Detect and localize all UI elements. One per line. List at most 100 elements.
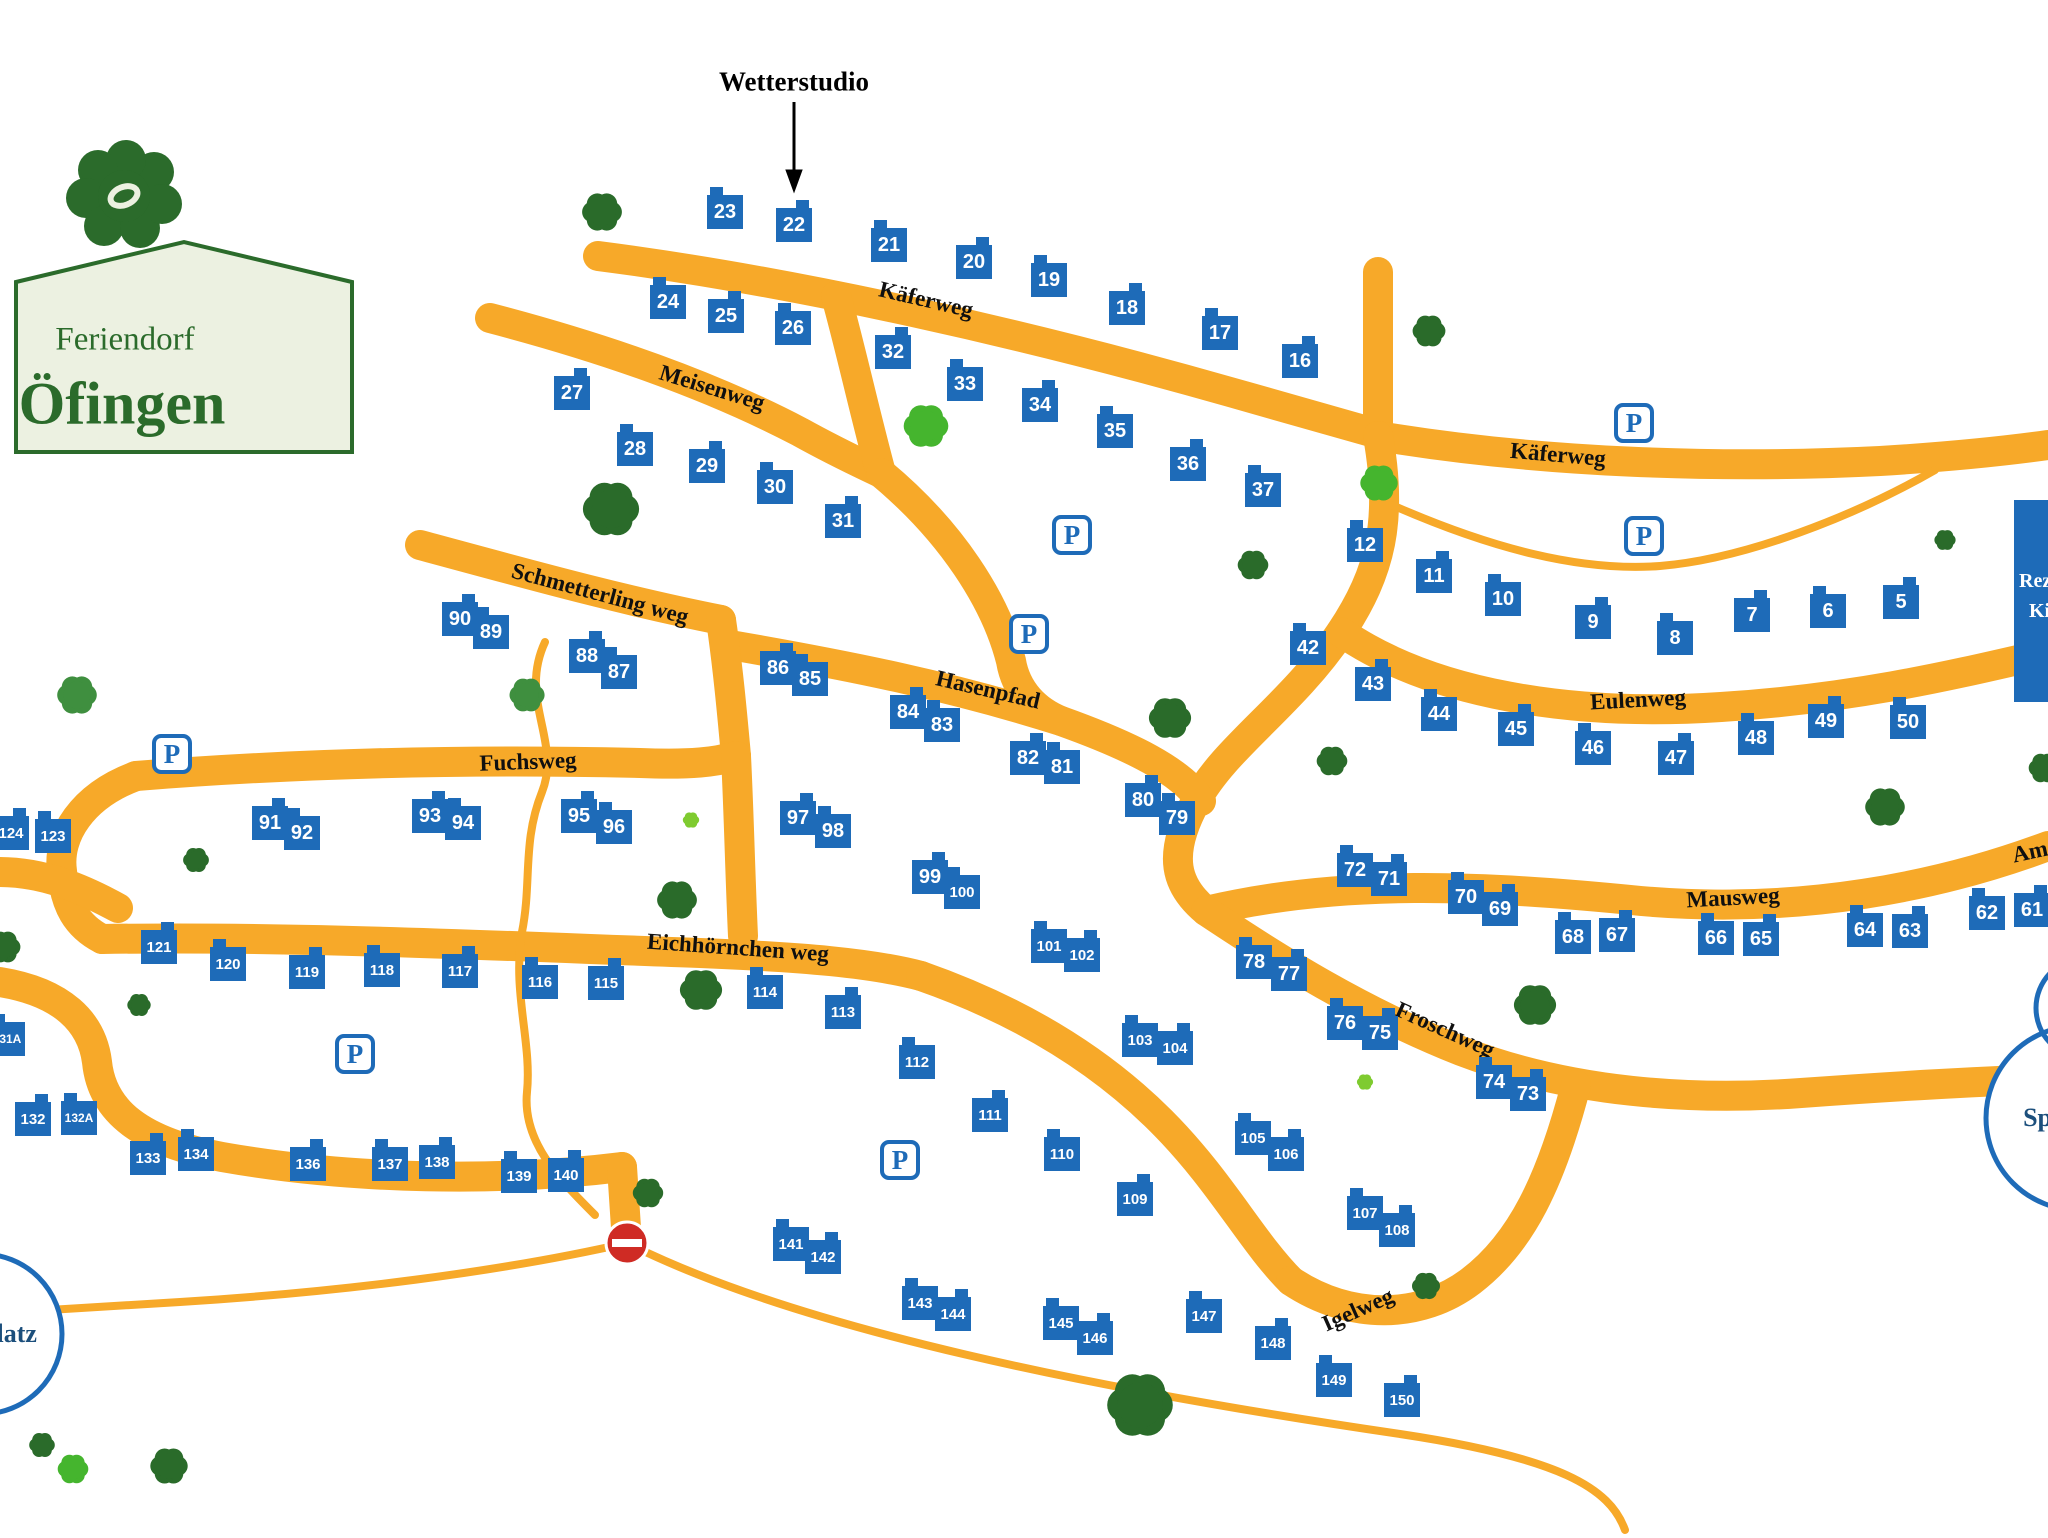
house-number: 33 (953, 373, 977, 395)
house-roof-tab (818, 806, 831, 815)
house-marker-65: 65 (1743, 914, 1779, 956)
house-marker-20: 20 (956, 237, 992, 279)
road-fuchsweg (121, 741, 751, 791)
house-number: 116 (527, 973, 553, 991)
house-roof-tab (1137, 1174, 1150, 1183)
house-marker-21: 21 (871, 220, 907, 262)
house-number: 138 (424, 1153, 450, 1171)
house-roof-tab (728, 291, 741, 300)
house-marker-6: 6 (1810, 586, 1846, 628)
house-roof-tab (1903, 577, 1916, 586)
house-roof-tab (1382, 1008, 1395, 1017)
house-roof-tab (1340, 845, 1353, 854)
house-roof-tab (620, 424, 633, 433)
house-marker-139: 139 (501, 1151, 537, 1193)
house-number: 61 (2020, 899, 2044, 921)
parking-icon: P (335, 1034, 375, 1074)
house-marker-35: 35 (1097, 406, 1133, 448)
house-number: 117 (447, 962, 473, 980)
tree-icon (632, 1178, 664, 1208)
road-mausweg (1191, 831, 2048, 926)
house-marker-134: 134 (178, 1129, 214, 1171)
tree-icon (1107, 1374, 1173, 1436)
house-roof-tab (581, 791, 594, 800)
house-marker-112: 112 (899, 1037, 935, 1079)
house-roof-tab (1763, 914, 1776, 923)
house-number: 43 (1361, 673, 1385, 695)
house-number: 24 (656, 291, 680, 313)
road-central-descent (1162, 421, 1400, 926)
house-number: 34 (1028, 394, 1052, 416)
house-marker-31: 31 (825, 496, 861, 538)
parking-icon: P (152, 734, 192, 774)
house-number: 109 (1122, 1190, 1148, 1208)
house-marker-147: 147 (1186, 1291, 1222, 1333)
house-number: 48 (1744, 727, 1768, 749)
house-roof-tab (874, 220, 887, 229)
house-roof-tab (1162, 793, 1175, 802)
house-number: 89 (479, 621, 503, 643)
tree-icon (57, 1454, 89, 1484)
house-roof-tab (309, 947, 322, 956)
road-branch-32 (821, 281, 896, 488)
house-number: 11 (1423, 565, 1445, 587)
house-roof-tab (1034, 255, 1047, 264)
house-roof-tab (800, 793, 813, 802)
house-roof-tab (1177, 1023, 1190, 1032)
house-marker-44: 44 (1421, 689, 1457, 731)
wetterstudio-arrow (785, 102, 803, 194)
house-roof-tab (1436, 551, 1449, 560)
house-marker-28: 28 (617, 424, 653, 466)
house-roof-tab (1479, 1057, 1492, 1066)
house-marker-140: 140 (548, 1150, 584, 1192)
house-roof-tab (709, 441, 722, 450)
tree-icon (582, 482, 640, 536)
house-roof-tab (1813, 586, 1826, 595)
house-roof-tab (1404, 1375, 1417, 1384)
house-number: 25 (714, 305, 738, 327)
house-marker-96: 96 (596, 802, 632, 844)
house-marker-75: 75 (1362, 1008, 1398, 1050)
house-roof-tab (992, 1090, 1005, 1099)
house-number: 73 (1516, 1083, 1540, 1105)
house-number: 120 (215, 955, 241, 973)
house-number: 16 (1288, 350, 1312, 372)
road-kaeferweg-right (1363, 421, 2048, 480)
house-marker-97: 97 (780, 793, 816, 835)
house-roof-tab (1595, 597, 1608, 606)
house-number: 137 (377, 1155, 403, 1173)
house-number: 37 (1251, 479, 1275, 501)
house-number: 132A (64, 1111, 94, 1125)
house-number: 85 (798, 668, 822, 690)
tree-icon (183, 848, 209, 872)
house-roof-tab (1391, 854, 1404, 863)
house-number: 119 (294, 963, 320, 981)
house-marker-48: 48 (1738, 713, 1774, 755)
house-number: 18 (1115, 297, 1139, 319)
house-number: 45 (1504, 718, 1528, 740)
house-number: 50 (1896, 711, 1920, 733)
house-marker-70: 70 (1448, 872, 1484, 914)
tree-icon (1412, 315, 1446, 347)
street-label-mausweg: Mausweg (1685, 882, 1781, 913)
house-roof-tab (525, 957, 538, 966)
house-roof-tab (35, 1094, 48, 1103)
tree-icon (657, 881, 697, 919)
tree-icon (582, 193, 622, 231)
house-marker-144: 144 (935, 1289, 971, 1331)
house-marker-29: 29 (689, 441, 725, 483)
tree-icon (903, 405, 949, 447)
house-marker-110: 110 (1044, 1129, 1080, 1171)
house-number: 110 (1049, 1145, 1075, 1163)
house-marker-34: 34 (1022, 380, 1058, 422)
house-roof-tab (604, 647, 617, 656)
house-roof-tab (1530, 1069, 1543, 1078)
house-roof-tab (845, 987, 858, 996)
house-number: 133 (135, 1149, 161, 1167)
house-roof-tab (750, 967, 763, 976)
house-marker-71: 71 (1371, 854, 1407, 896)
house-roof-tab (1319, 1355, 1332, 1364)
tree-icon (682, 812, 700, 828)
tree-icon (1360, 465, 1398, 501)
house-marker-108: 108 (1379, 1205, 1415, 1247)
